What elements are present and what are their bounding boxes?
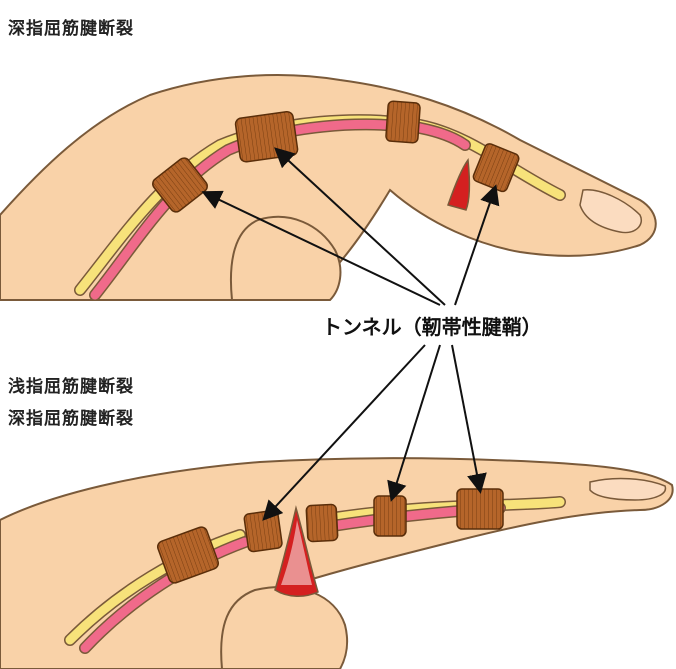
top-panel-title: 深指屈筋腱断裂	[8, 14, 134, 39]
tunnel-callout-label: トンネル（靭帯性腱鞘）	[318, 309, 546, 342]
bottom-sheath-2	[244, 510, 283, 552]
top-finger	[0, 75, 656, 300]
bottom-fingernail	[590, 479, 665, 500]
bottom-sheath-3	[306, 504, 338, 542]
bottom-sheath-4	[374, 496, 406, 536]
top-sheath-2	[235, 111, 299, 163]
bottom-finger	[0, 458, 673, 669]
bottom-panel-title-line1: 浅指屈筋腱断裂	[8, 372, 134, 397]
top-sheath-3	[386, 101, 421, 143]
bottom-thumb	[221, 587, 347, 669]
bottom-sheath-5	[457, 489, 503, 529]
bottom-panel-title-line2: 深指屈筋腱断裂	[8, 404, 134, 429]
